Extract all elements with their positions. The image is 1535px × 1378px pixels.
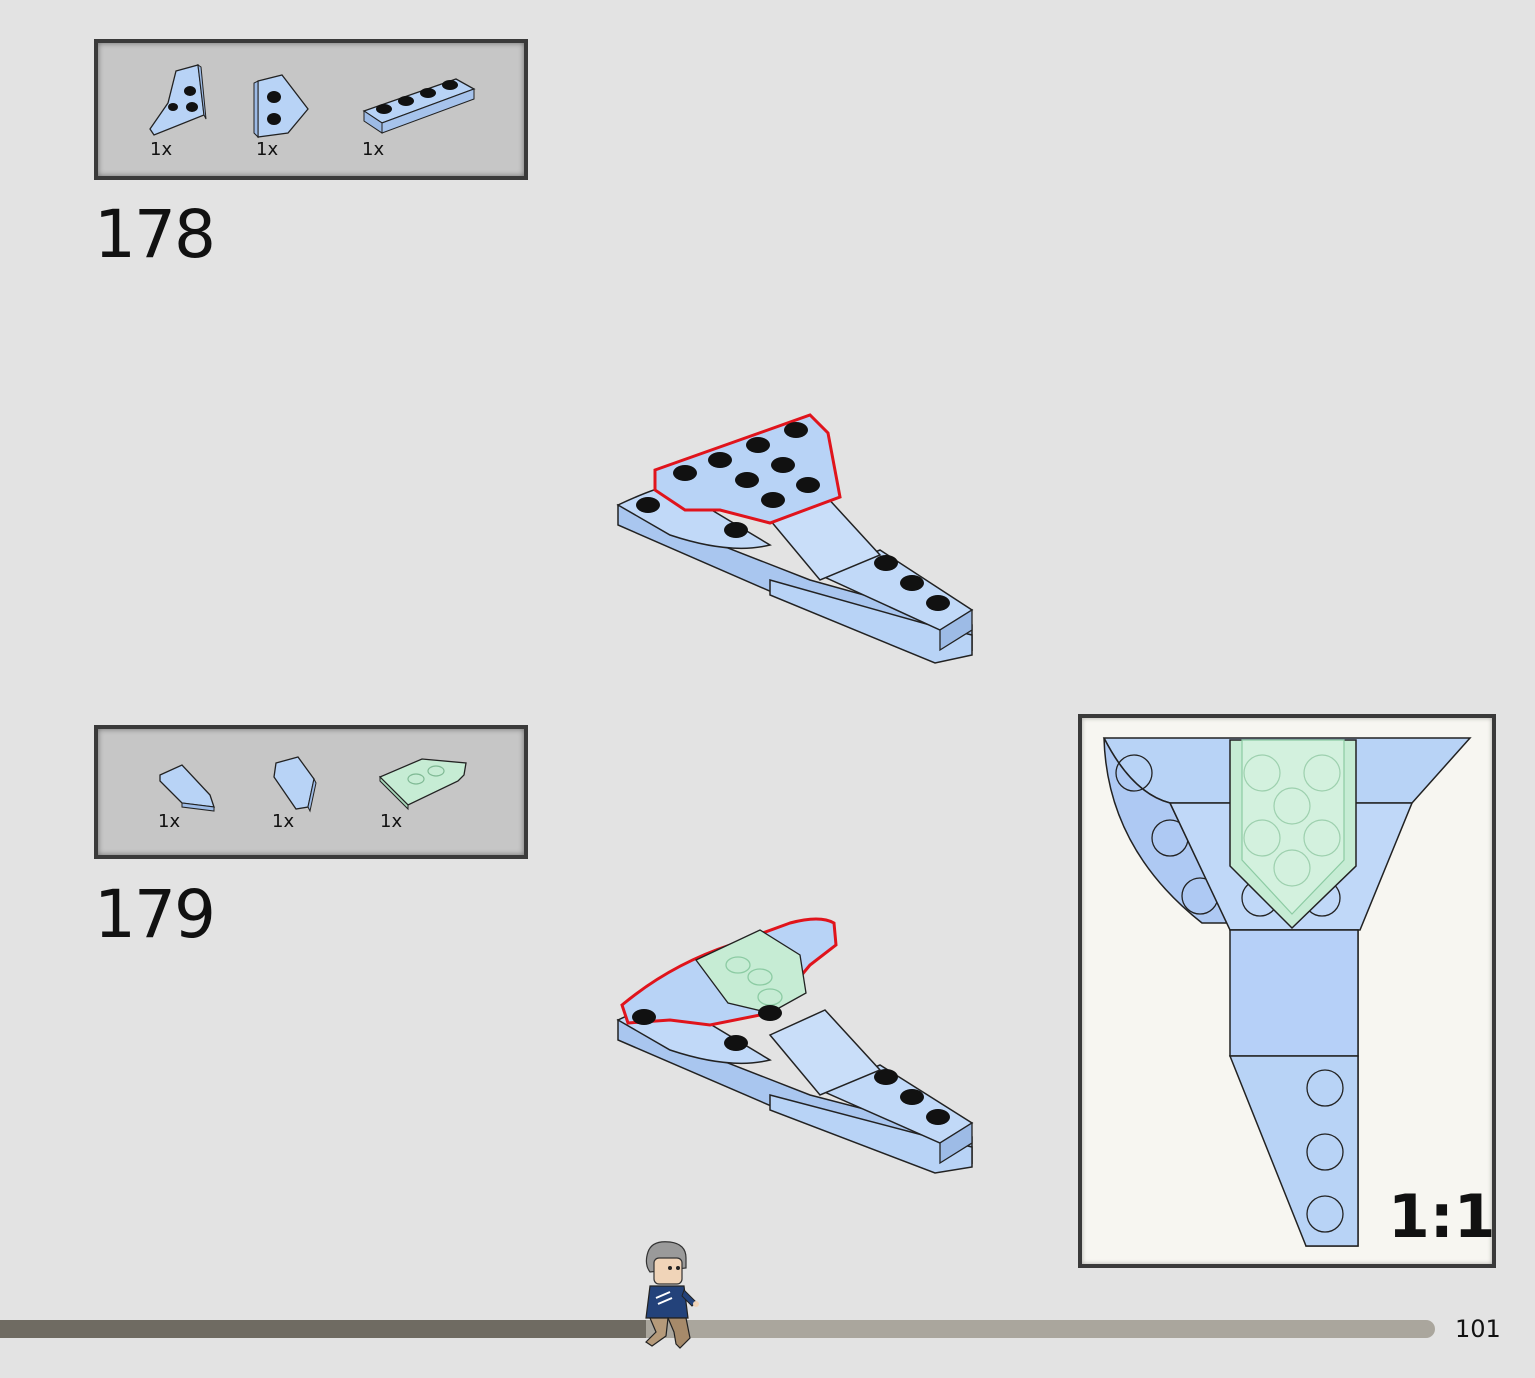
wedge-plate-2x2-icon — [252, 71, 314, 141]
build-progress-fill — [0, 1320, 646, 1338]
step-number: 178 — [94, 196, 216, 273]
parts-list-step-179: 1x 1x 1x — [94, 725, 528, 859]
scale-label: 1:1 — [1388, 1182, 1496, 1252]
quantity-label: 1x — [362, 139, 385, 160]
build-progress-bar — [0, 1320, 1435, 1338]
step-number: 179 — [94, 876, 216, 953]
scale-callout-illustration — [1102, 737, 1472, 1247]
quantity-label: 1x — [256, 139, 279, 160]
quantity-label: 1x — [150, 139, 173, 160]
quantity-label: 1x — [272, 811, 295, 832]
scale-callout: 1:1 — [1078, 714, 1496, 1268]
parts-list-step-178: 1x 1x 1x — [94, 39, 528, 180]
trans-green-wedge-plate-icon — [376, 753, 472, 813]
plate-1x4-icon — [360, 71, 478, 141]
wedge-slope-left-icon — [154, 759, 218, 815]
model-illustration-step-178 — [610, 405, 980, 674]
quantity-label: 1x — [158, 811, 181, 832]
page-number: 101 — [1455, 1315, 1501, 1343]
wing-plate-2x3-left-icon — [146, 63, 212, 139]
model-illustration-step-179 — [610, 905, 980, 1184]
wedge-slope-right-icon — [268, 753, 318, 815]
minifigure-progress-marker-icon — [630, 1238, 705, 1357]
quantity-label: 1x — [380, 811, 403, 832]
